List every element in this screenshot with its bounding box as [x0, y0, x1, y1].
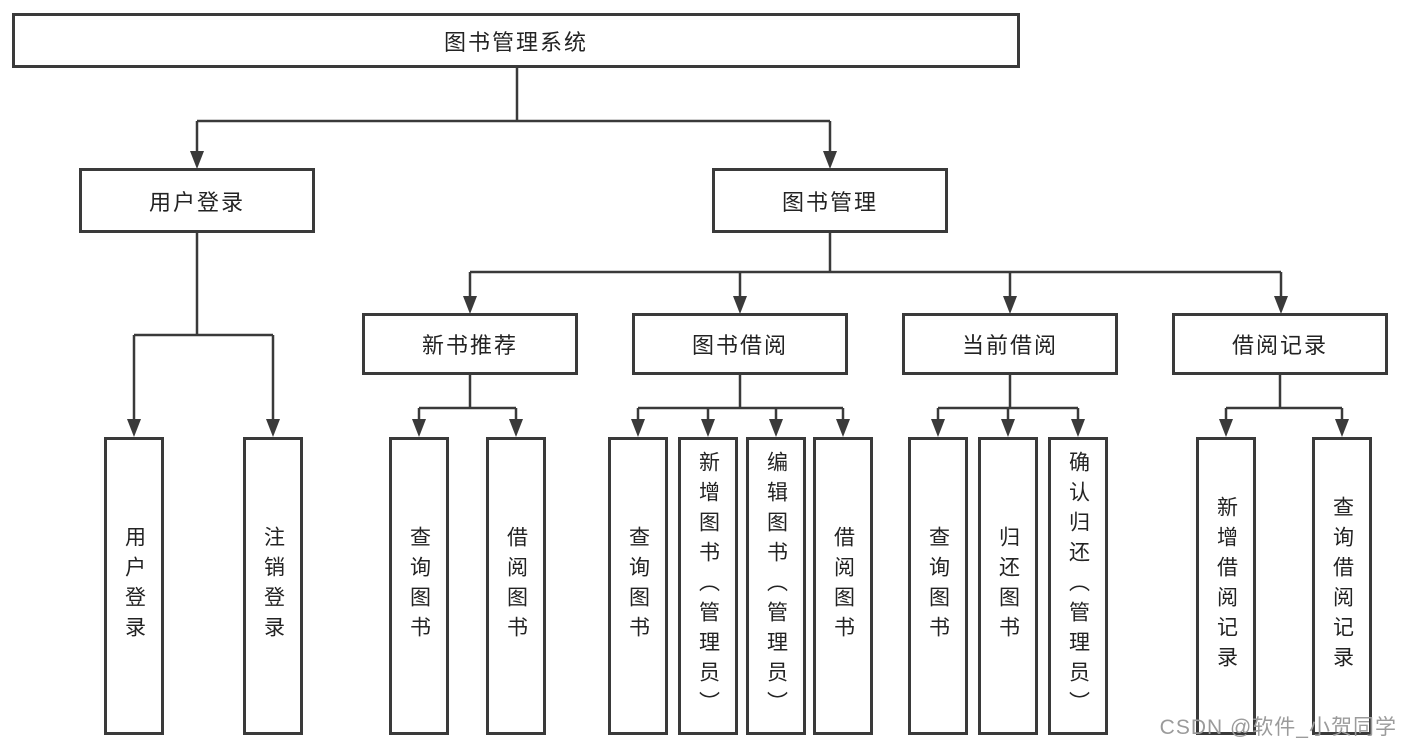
node-label: 编辑图书（管理员）: [764, 451, 788, 721]
edge-records-to-leaves: [1224, 375, 1344, 422]
node-label: 确认归还（管理员）: [1066, 451, 1090, 721]
arrowheads: [127, 151, 1349, 437]
node-user-login: 用户登录: [79, 168, 315, 233]
node-new-book-recommend: 新书推荐: [362, 313, 578, 375]
arrowhead: [1274, 296, 1288, 314]
node-root: 图书管理系统: [12, 13, 1020, 68]
node-label: 借阅图书: [504, 526, 528, 646]
node-leaf-recommend-query-book: 查询图书: [389, 437, 449, 735]
arrowhead: [836, 419, 850, 437]
edge-mgmt-to-level3: [468, 233, 1283, 298]
node-leaf-current-confirm-return: 确认归还（管理员）: [1048, 437, 1108, 735]
node-leaf-borrow-borrow-book: 借阅图书: [813, 437, 873, 735]
node-current-borrow: 当前借阅: [902, 313, 1118, 375]
node-book-borrow: 图书借阅: [632, 313, 848, 375]
node-leaf-borrow-add-book: 新增图书（管理员）: [678, 437, 738, 735]
arrowhead: [733, 296, 747, 314]
arrowhead: [463, 296, 477, 314]
node-label: 归还图书: [996, 526, 1020, 646]
arrowhead: [701, 419, 715, 437]
node-label: 新增借阅记录: [1214, 496, 1238, 676]
node-leaf-borrow-query-book: 查询图书: [608, 437, 668, 735]
arrowhead: [127, 419, 141, 437]
arrowhead: [190, 151, 204, 169]
node-leaf-records-query: 查询借阅记录: [1312, 437, 1372, 735]
edge-current-to-leaves: [936, 375, 1080, 422]
edge-borrow-to-leaves: [636, 375, 845, 422]
node-label: 用户登录: [122, 526, 146, 646]
watermark: CSDN @软件_小贺同学: [1159, 716, 1397, 739]
node-label: 当前借阅: [961, 333, 1058, 358]
node-label: 查询图书: [407, 526, 431, 646]
arrowhead: [931, 419, 945, 437]
node-label: 用户登录: [148, 189, 245, 215]
arrowhead: [509, 419, 523, 437]
node-label: 图书借阅: [691, 333, 788, 358]
node-leaf-user-login: 用户登录: [104, 437, 164, 735]
edge-login-to-leaves: [132, 233, 275, 422]
node-label: 新书推荐: [421, 333, 518, 358]
node-label: 借阅记录: [1231, 333, 1328, 358]
arrowhead: [1335, 419, 1349, 437]
arrowhead: [412, 419, 426, 437]
edge-recommend-to-leaves: [417, 375, 518, 422]
node-label: 查询图书: [626, 526, 650, 646]
node-label: 图书管理系统: [443, 29, 588, 55]
node-leaf-recommend-borrow-book: 借阅图书: [486, 437, 546, 735]
node-label: 查询借阅记录: [1330, 496, 1354, 676]
node-leaf-logout: 注销登录: [243, 437, 303, 735]
node-label: 新增图书（管理员）: [696, 451, 720, 721]
node-leaf-current-return-book: 归还图书: [978, 437, 1038, 735]
arrowhead: [1001, 419, 1015, 437]
node-label: 注销登录: [261, 526, 285, 646]
arrowhead: [1219, 419, 1233, 437]
arrowhead: [823, 151, 837, 169]
arrowhead: [631, 419, 645, 437]
node-leaf-records-add: 新增借阅记录: [1196, 437, 1256, 735]
node-borrow-records: 借阅记录: [1172, 313, 1388, 375]
node-label: 图书管理: [781, 189, 878, 215]
node-label: 借阅图书: [831, 526, 855, 646]
edge-root-to-level2: [195, 68, 832, 154]
node-leaf-current-query-book: 查询图书: [908, 437, 968, 735]
node-book-management: 图书管理: [712, 168, 948, 233]
arrowhead: [1003, 296, 1017, 314]
arrowhead: [769, 419, 783, 437]
node-leaf-borrow-edit-book: 编辑图书（管理员）: [746, 437, 806, 735]
arrowhead: [266, 419, 280, 437]
arrowhead: [1071, 419, 1085, 437]
node-label: 查询图书: [926, 526, 950, 646]
